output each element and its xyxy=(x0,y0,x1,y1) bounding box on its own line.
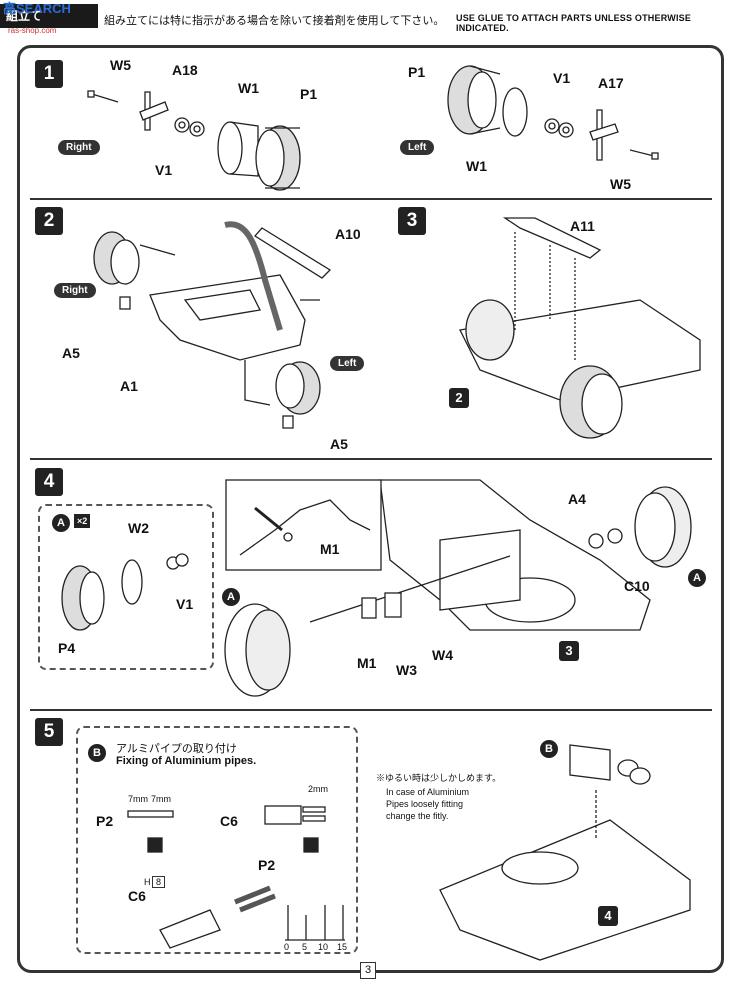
section-tab-label: 組立て xyxy=(6,9,43,23)
inset-multiplier: ×2 xyxy=(74,514,91,528)
note-en-line3: change the fitly. xyxy=(386,811,449,821)
dim-7mm-b: 7mm xyxy=(151,794,171,804)
step1-left-assembly xyxy=(447,65,659,161)
detail-label-m1: M1 xyxy=(320,541,340,557)
part-label-a11: A11 xyxy=(570,218,595,234)
part-label-c6: C6 xyxy=(220,813,238,829)
glue-notice-jp: 組み立てには特に指示がある場合を除いて接着剤を使用して下さい。 xyxy=(104,15,445,27)
glue-notice-en: USE GLUE TO ATTACH PARTS UNLESS OTHERWIS… xyxy=(456,13,692,33)
scale-tick-10: 10 xyxy=(318,942,329,952)
divider-step3-4 xyxy=(30,458,712,460)
part-label-v1-left: V1 xyxy=(553,70,571,86)
note-en-line2: Pipes loosely fitting xyxy=(386,799,464,809)
step-ref-3: 3 xyxy=(559,641,579,661)
part-label-v1-inset: V1 xyxy=(176,596,194,612)
part-label-a10: A10 xyxy=(335,226,361,242)
part-label-w2: W2 xyxy=(128,520,149,536)
part-label-a5-left: A5 xyxy=(330,436,348,452)
part-label-w5-left: W5 xyxy=(610,176,631,192)
part-label-p1: P1 xyxy=(300,86,318,102)
ref-tag-a-right: A xyxy=(688,569,706,587)
ref-tag-b: B xyxy=(540,740,558,758)
left-side-pill-2: Left xyxy=(330,356,365,371)
part-label-w3: W3 xyxy=(396,662,417,678)
watermark: 高SEARCH xyxy=(3,1,71,16)
inset-b-box xyxy=(76,726,358,954)
header-bar: 組立て 高SEARCH ras-shop.com 組み立てには特に指示がある場合… xyxy=(0,0,735,36)
page-number: 3 xyxy=(360,962,376,979)
dim-2mm: 2mm xyxy=(308,784,328,794)
part-label-a1: A1 xyxy=(120,378,138,394)
part-label-p4: P4 xyxy=(58,640,76,656)
divider-step4-5 xyxy=(30,709,712,711)
part-label-w4: W4 xyxy=(432,647,453,663)
ref-tag-a-inset: A xyxy=(52,514,70,532)
part-label-a4: A4 xyxy=(568,491,586,507)
ref-tag-a-left: A xyxy=(222,588,240,606)
scale-tick-5: 5 xyxy=(302,942,308,952)
step-2-number: 2 xyxy=(35,207,63,235)
step-ref-4: 4 xyxy=(598,906,618,926)
dim-7mm-a: 7mm xyxy=(128,794,148,804)
part-label-v1: V1 xyxy=(155,162,173,178)
part-label-p1-left: P1 xyxy=(408,64,426,80)
height-value: 8 xyxy=(152,876,166,888)
part-label-w5: W5 xyxy=(110,57,131,73)
step3-chassis xyxy=(459,217,701,439)
ref-tag-b-inset: B xyxy=(88,744,106,762)
divider-step1-2 xyxy=(30,198,712,200)
part-label-p2: P2 xyxy=(96,813,114,829)
scale-tick-0: 0 xyxy=(284,942,290,952)
step-5-number: 5 xyxy=(35,718,63,746)
inset-title-en: Fixing of Aluminium pipes. xyxy=(116,755,257,767)
part-label-p2-b: P2 xyxy=(258,857,276,873)
part-label-c10: C10 xyxy=(624,578,650,594)
note-jp: ※ゆるい時は少しかしめます。 xyxy=(376,773,502,783)
left-side-pill: Left xyxy=(400,140,435,155)
part-label-m1: M1 xyxy=(357,655,377,671)
part-label-a18: A18 xyxy=(172,62,198,78)
inset-title-jp: アルミパイプの取り付け xyxy=(116,743,237,755)
scale-tick-15: 15 xyxy=(337,942,348,952)
step-3-number: 3 xyxy=(398,207,426,235)
step-1-number: 1 xyxy=(35,60,63,88)
step5-assembly xyxy=(127,744,691,961)
step1-right-assembly xyxy=(87,90,301,191)
part-label-w1: W1 xyxy=(238,80,259,96)
right-side-pill: Right xyxy=(58,140,100,155)
part-label-c6-b: C6 xyxy=(128,888,146,904)
inset-a-box xyxy=(38,504,214,670)
watermark-sub: ras-shop.com xyxy=(8,26,57,35)
step2-chassis xyxy=(93,221,332,429)
section-tab: 組立て xyxy=(0,4,98,28)
step4-chassis xyxy=(61,479,692,697)
height-label: H xyxy=(144,877,151,887)
part-label-a17: A17 xyxy=(598,75,624,91)
step-ref-2: 2 xyxy=(449,388,469,408)
note-en-line1: In case of Aluminium xyxy=(386,787,470,797)
part-label-a5: A5 xyxy=(62,345,80,361)
part-label-w1-left: W1 xyxy=(466,158,487,174)
step-4-number: 4 xyxy=(35,468,63,496)
right-side-pill-2: Right xyxy=(54,283,96,298)
